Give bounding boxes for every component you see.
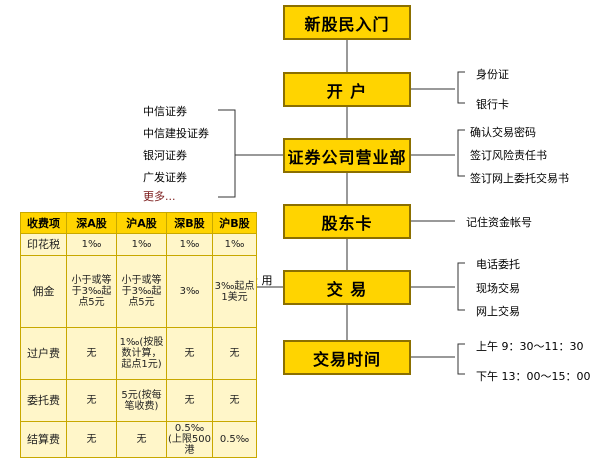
fee-cell: 无 xyxy=(166,327,213,380)
fee-cell: 3‰起点1美元 xyxy=(212,255,257,328)
fee-cell: 无 xyxy=(212,327,257,380)
risk-agreement-label: 签订风险责任书 xyxy=(470,149,547,162)
step-trading-hours-box: 交易时间 xyxy=(283,340,411,375)
fee-header-sha: 沪A股 xyxy=(116,212,167,234)
step-brokerage-box: 证券公司营业部 xyxy=(283,138,411,173)
fee-cell: 无 xyxy=(66,327,117,380)
fee-header-item: 收费项 xyxy=(20,212,67,234)
fund-account-label: 记住资金帐号 xyxy=(466,216,532,229)
fee-row-label: 过户费 xyxy=(20,327,67,380)
fee-cell: 1‰ xyxy=(166,233,213,256)
fee-cell: 0.5‰(上限500港 xyxy=(166,421,213,458)
bank-card-label: 银行卡 xyxy=(476,98,509,111)
step-open-account-box: 开 户 xyxy=(283,72,411,107)
fee-cell: 无 xyxy=(66,379,117,422)
fee-header-shb: 沪B股 xyxy=(212,212,257,234)
online-agreement-label: 签订网上委托交易书 xyxy=(470,172,569,185)
fee-cell: 1‰ xyxy=(116,233,167,256)
fee-cell: 1‰ xyxy=(212,233,257,256)
table-row: 委托费 无 5元(按每笔收费) 无 无 xyxy=(20,379,257,422)
fee-cell: 无 xyxy=(166,379,213,422)
onsite-trade-label: 现场交易 xyxy=(476,282,520,295)
fee-table-header-row: 收费项 深A股 沪A股 深B股 沪B股 xyxy=(20,212,257,234)
fee-cell: 小于或等于3‰起点5元 xyxy=(116,255,167,328)
fee-row-label: 印花税 xyxy=(20,233,67,256)
fee-row-label: 佣金 xyxy=(20,255,67,328)
table-row: 佣金 小于或等于3‰起点5元 小于或等于3‰起点5元 3‰ 3‰起点1美元 xyxy=(20,255,257,328)
table-row: 印花税 1‰ 1‰ 1‰ 1‰ xyxy=(20,233,257,256)
fee-cell: 小于或等于3‰起点5元 xyxy=(66,255,117,328)
fee-cell: 无 xyxy=(66,421,117,458)
fee-cell: 0.5‰ xyxy=(212,421,257,458)
fee-cell: 5元(按每笔收费) xyxy=(116,379,167,422)
fee-header-szb: 深B股 xyxy=(166,212,213,234)
fee-table: 收费项 深A股 沪A股 深B股 沪B股 印花税 1‰ 1‰ 1‰ 1‰ 佣金 小… xyxy=(20,212,257,458)
morning-hours-label: 上午 9：30～11：30 xyxy=(476,340,584,353)
fee-cell: 1‰(按股数计算，起点1元) xyxy=(116,327,167,380)
online-trade-label: 网上交易 xyxy=(476,305,520,318)
table-row: 过户费 无 1‰(按股数计算，起点1元) 无 无 xyxy=(20,327,257,380)
fee-header-sza: 深A股 xyxy=(66,212,117,234)
fee-cell: 无 xyxy=(212,379,257,422)
fee-cell: 1‰ xyxy=(66,233,117,256)
broker-galaxy: 银河证券 xyxy=(143,149,187,162)
broker-citic: 中信证券 xyxy=(143,105,187,118)
id-card-label: 身份证 xyxy=(476,68,509,81)
broker-citic-jiantou: 中信建投证券 xyxy=(143,127,209,140)
confirm-password-label: 确认交易密码 xyxy=(470,126,536,139)
broker-more-link[interactable]: 更多... xyxy=(143,190,176,203)
step-newcomer-box: 新股民入门 xyxy=(283,5,411,40)
step-shareholder-card-box: 股东卡 xyxy=(283,204,411,239)
phone-order-label: 电话委托 xyxy=(476,258,520,271)
fee-cell: 3‰ xyxy=(166,255,213,328)
step-trading-box: 交 易 xyxy=(283,270,411,305)
fee-row-label: 委托费 xyxy=(20,379,67,422)
fee-row-label: 结算费 xyxy=(20,421,67,458)
afternoon-hours-label: 下午 13：00～15：00 xyxy=(476,370,591,383)
table-row: 结算费 无 无 0.5‰(上限500港 0.5‰ xyxy=(20,421,257,458)
fee-cell: 无 xyxy=(116,421,167,458)
broker-gf: 广发证券 xyxy=(143,171,187,184)
